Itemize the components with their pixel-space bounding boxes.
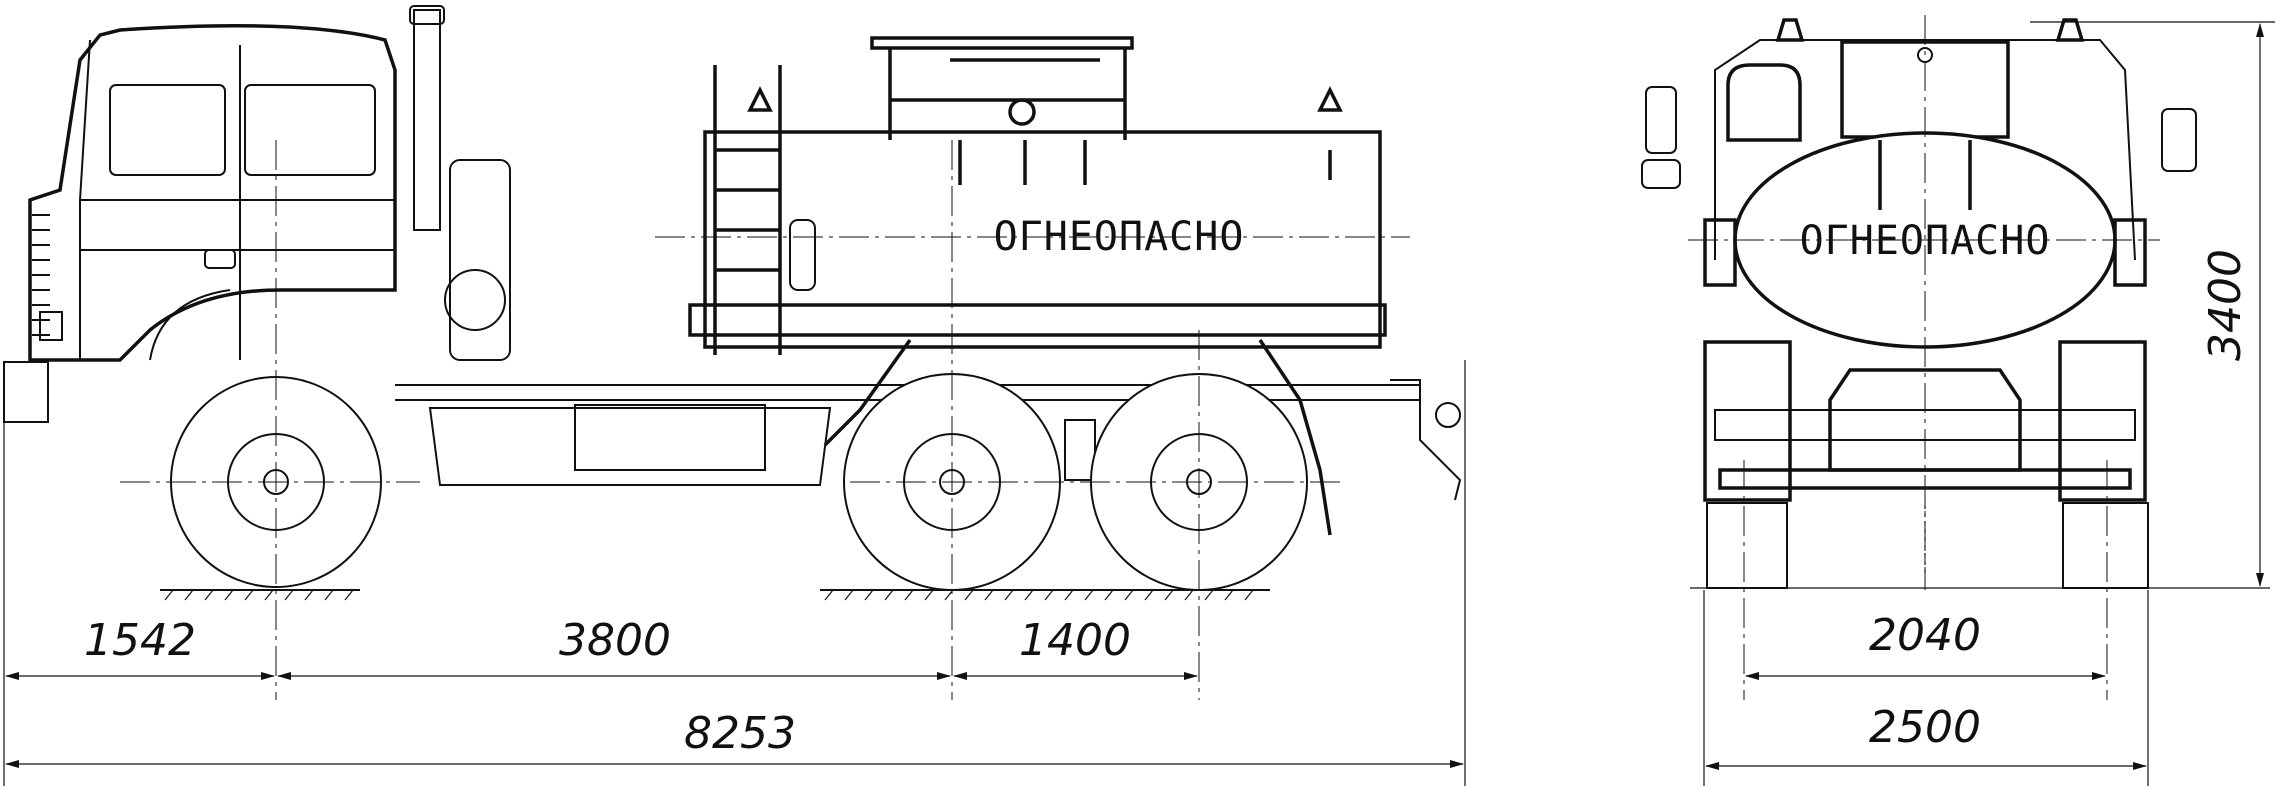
ladder-rail bbox=[1726, 63, 1802, 142]
dim-track: 2040 bbox=[1869, 610, 1981, 661]
fuel-tank bbox=[574, 404, 766, 471]
cab bbox=[28, 24, 397, 362]
door-handle bbox=[204, 249, 236, 269]
cab-outline bbox=[1714, 39, 2136, 261]
cab-window-rear bbox=[109, 84, 226, 176]
beacon-left bbox=[1775, 18, 1805, 42]
headlight bbox=[39, 311, 63, 341]
mirror-left bbox=[1645, 86, 1677, 154]
dim-overall-width: 2500 bbox=[1869, 702, 1981, 753]
engine-block bbox=[449, 159, 511, 361]
fire-extinguisher bbox=[789, 219, 816, 291]
subframe-legs bbox=[823, 338, 1332, 536]
dim-overall-height: 3400 bbox=[2200, 249, 2251, 361]
side-dimensions: 1542 3800 1400 8253 bbox=[3, 360, 1466, 786]
beacon-right bbox=[2055, 18, 2085, 42]
side-box bbox=[428, 407, 832, 486]
ladder bbox=[713, 65, 782, 355]
dim-wheelbase-front: 3800 bbox=[559, 615, 671, 666]
dim-overall-length: 8253 bbox=[684, 708, 796, 759]
rear-view: ОГНЕОПАСНО 2040 2500 3400 bbox=[1641, 15, 2275, 786]
cab-window-door bbox=[244, 84, 376, 176]
lamp-left bbox=[1703, 218, 1737, 287]
front-bumper bbox=[3, 361, 49, 423]
exhaust-cap bbox=[409, 5, 445, 25]
rear-wheel-right bbox=[2062, 502, 2149, 589]
mirror-left-lower bbox=[1641, 159, 1681, 189]
rear-fenders bbox=[1703, 340, 2147, 502]
ground-line bbox=[1690, 21, 2275, 589]
rear-wheel-left bbox=[1706, 502, 1788, 589]
dim-front-overhang: 1542 bbox=[84, 615, 196, 666]
ground-hatching bbox=[160, 589, 1270, 601]
rear-hitch bbox=[1390, 379, 1462, 501]
tank-top-box bbox=[870, 36, 1134, 140]
lamp-right bbox=[2113, 218, 2147, 287]
leaf-spring bbox=[1064, 419, 1096, 481]
exhaust-pipe bbox=[413, 9, 441, 231]
rear-dimensions: 2040 2500 3400 bbox=[1703, 23, 2264, 786]
air-filter bbox=[444, 269, 506, 331]
side-view: ОГНЕОПАСНО bbox=[3, 5, 1466, 786]
tow-hook bbox=[1435, 402, 1461, 428]
mirror-right bbox=[2161, 108, 2197, 172]
dim-wheelbase-rear: 1400 bbox=[1019, 615, 1131, 666]
tank bbox=[688, 86, 1387, 349]
